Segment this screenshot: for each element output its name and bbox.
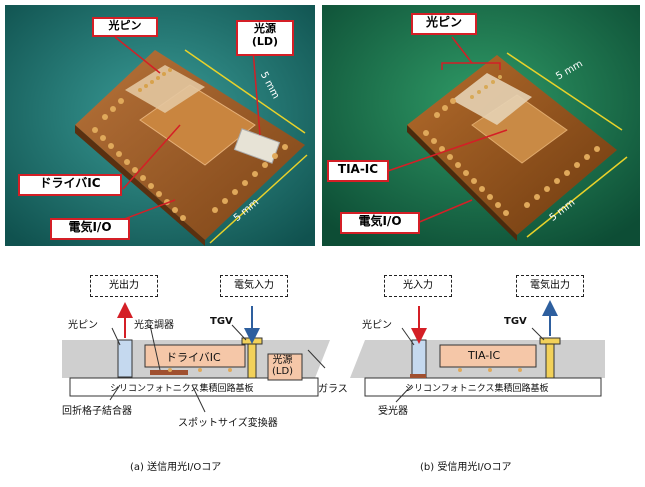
caption-b: (b) 受信用光I/Oコア <box>420 458 512 473</box>
diagram-a-optical-pin-label: 光ピン <box>68 316 98 331</box>
diagram-a-modulator-label: 光変調器 <box>134 316 174 331</box>
caption-a: (a) 送信用光I/Oコア <box>130 458 221 473</box>
photo-a-label-optical-pin: 光ピン <box>92 17 158 37</box>
photo-receiver-chip <box>322 5 640 246</box>
ld-line1: 光源 <box>272 355 293 366</box>
glass-label: ガラス <box>318 380 348 395</box>
light-source-line2: (LD) <box>241 36 289 49</box>
photo-b-label-tia-ic: TIA-IC <box>327 160 389 182</box>
photo-b-label-optical-pin: 光ピン <box>411 13 477 35</box>
photo-a-label-driver-ic: ドライバIC <box>18 174 122 196</box>
photo-a-label-light-source: 光源 (LD) <box>236 20 294 56</box>
diagram-a-optical-output-box: 光出力 <box>90 275 158 297</box>
diagram-b-tia-ic-label: TIA-IC <box>468 349 500 362</box>
diagram-a-ld-label: 光源 (LD) <box>272 355 293 377</box>
photo-b-label-electrical-io: 電気I/O <box>340 212 420 234</box>
diagram-b-tgv-label: TGV <box>504 316 527 327</box>
diagram-a-grating-coupler-label: 回折格子結合器 <box>62 402 132 417</box>
diagram-b-photodetector-label: 受光器 <box>378 402 408 417</box>
diagram-b-optical-pin-label: 光ピン <box>362 316 392 331</box>
ld-line2: (LD) <box>272 366 293 377</box>
diagram-b-electrical-output-box: 電気出力 <box>516 275 584 297</box>
diagram-a-spot-size-converter-label: スポットサイズ変換器 <box>178 414 278 429</box>
diagram-a-tgv-label: TGV <box>210 316 233 327</box>
light-source-line1: 光源 <box>241 23 289 36</box>
diagram-b-optical-input-box: 光入力 <box>384 275 452 297</box>
photo-a-label-electrical-io: 電気I/O <box>50 218 130 240</box>
diagram-a-substrate-label: シリコンフォトニクス集積回路基板 <box>110 381 253 394</box>
diagram-a-driver-ic-label: ドライバIC <box>166 349 221 365</box>
diagram-b-substrate-label: シリコンフォトニクス集積回路基板 <box>405 381 548 394</box>
diagram-a-electrical-input-box: 電気入力 <box>220 275 288 297</box>
